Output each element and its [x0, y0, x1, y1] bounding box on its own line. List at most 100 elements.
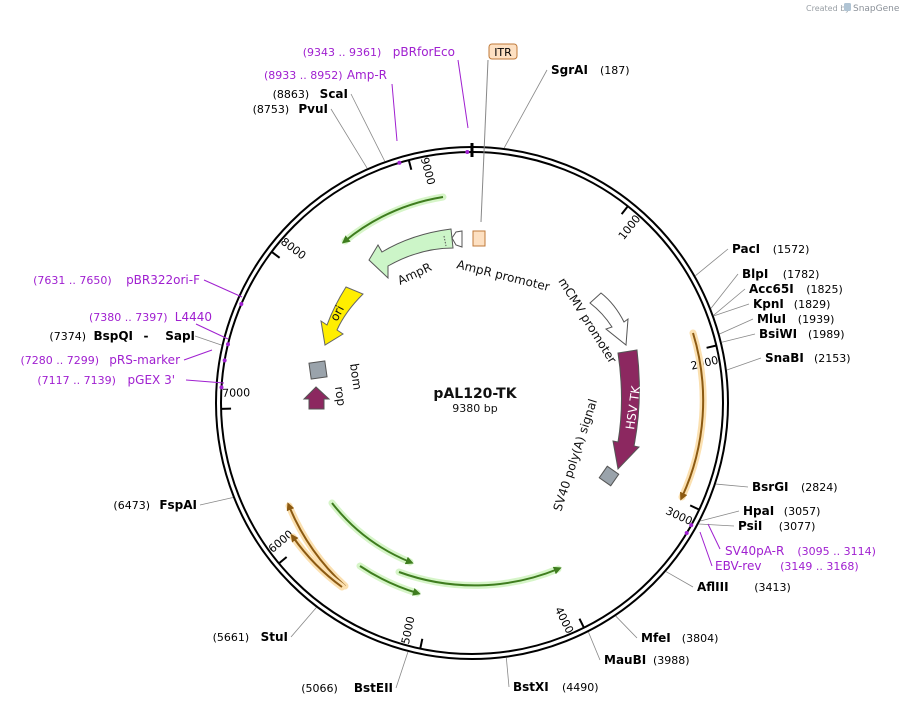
site-leader-line [505, 657, 510, 688]
primer-sv40pa-r[interactable]: SV40pA-R(3095 .. 3114) [689, 523, 876, 558]
site-psii[interactable]: PsiI(3077) [738, 519, 815, 533]
orf-arc-glow [289, 533, 346, 591]
site-paci[interactable]: PacI(1572) [732, 242, 809, 256]
feature-bom[interactable]: bom [308, 360, 365, 391]
site-snabi[interactable]: SnaBI (2153) [765, 351, 851, 365]
primer-pgex-3-[interactable]: pGEX 3'(7117 .. 7139) [37, 373, 225, 390]
site-leader-line [350, 93, 386, 162]
site-bstxi[interactable]: BstXI(4490) [513, 680, 599, 694]
feature-ori[interactable]: ori [320, 286, 364, 346]
site-position: (8753) [253, 103, 290, 116]
site-name-extra: SapI [165, 329, 195, 343]
site-afliii[interactable]: AflIII(3413) [697, 580, 791, 594]
site-blpi[interactable]: BlpI(1782) [742, 267, 819, 281]
feature-hsv-tk[interactable]: HSV TK [612, 349, 643, 471]
primer-mark [397, 160, 402, 165]
site-leader-line [395, 651, 409, 689]
site-name: SgrAI [551, 63, 588, 77]
site-kpni[interactable]: KpnI(1829) [753, 297, 830, 311]
bom-block [308, 360, 328, 380]
feature-itr[interactable]: ITR [472, 43, 518, 247]
itr-leader [480, 59, 489, 223]
site-mfei[interactable]: MfeI(3804) [641, 631, 718, 645]
scale-tick-label: 4000 [552, 605, 576, 636]
site-leader-line [721, 333, 756, 343]
site-position: (2153) [814, 352, 851, 365]
orf-arc [398, 566, 562, 587]
ampr-promoter-label: AmpR promoter [455, 257, 551, 294]
primer-pbrforeco[interactable]: pBRforEco(9343 .. 9361) [303, 45, 470, 155]
site-name: BspQI [93, 329, 133, 343]
credit-text: Created by [806, 4, 850, 13]
site-position: (3804) [682, 632, 719, 645]
plasmid-name: pAL120-TK [433, 386, 517, 402]
site-name: BstEII [354, 681, 393, 695]
site-pvui[interactable]: PvuI(8753) [253, 102, 328, 116]
site-hpai[interactable]: HpaI (3057) [743, 504, 820, 518]
snapgene-logo-icon [844, 3, 851, 11]
site-bsteii[interactable]: BstEII(5066) [301, 681, 393, 695]
primer-prs-marker[interactable]: pRS-marker(7280 .. 7299) [20, 349, 227, 367]
feature-mcmv-promoter[interactable]: mCMV promoter [555, 275, 629, 366]
site-leader-line [695, 248, 729, 277]
site-position: (8863) [273, 88, 310, 101]
feature-rop[interactable]: rop [302, 385, 349, 410]
primer-range: (3095 .. 3114) [797, 545, 876, 558]
site-leader-line [330, 108, 368, 169]
site-name: BsrGI [752, 480, 789, 494]
site-name: KpnI [753, 297, 784, 311]
feature-ampr-promoter[interactable]: AmpR promoter [451, 230, 551, 294]
ori-arrow [320, 286, 364, 346]
site-position: (1572) [773, 243, 810, 256]
scale-tick-label: 6000 [266, 528, 296, 556]
site-bspqi[interactable]: SapI-BspQI(7374) [49, 329, 195, 343]
site-maubi[interactable]: MauBI(3988) [604, 653, 690, 667]
site-leader-line [588, 631, 601, 661]
site-sgrai[interactable]: SgrAI(187) [551, 63, 630, 77]
site-bsiwi[interactable]: BsiWI(1989) [759, 327, 845, 341]
site-position: (1939) [798, 313, 835, 326]
site-name: BsiWI [759, 327, 797, 341]
primer-leader [391, 83, 398, 142]
map-center: pAL120-TK 9380 bp [433, 386, 517, 415]
ampr-arrow [368, 228, 454, 280]
primer-mark [225, 342, 230, 347]
site-position: (3988) [653, 654, 690, 667]
plasmid-length: 9380 bp [452, 402, 497, 415]
feature-ampr[interactable]: AmpR [368, 228, 454, 288]
snapgene-credit: Created by SnapGene [806, 3, 900, 14]
site-leader-line [713, 288, 746, 316]
site-scai[interactable]: ScaI (8863) [273, 87, 348, 101]
site-leader-line [503, 69, 548, 149]
site-name: BlpI [742, 267, 768, 281]
primer-pbr322ori-f[interactable]: pBR322ori-F(7631 .. 7650) [33, 273, 244, 307]
site-name: ScaI [320, 87, 348, 101]
scale-tick [689, 504, 700, 511]
primer-range: (3149 .. 3168) [780, 560, 859, 573]
site-name: MluI [757, 312, 786, 326]
site-position: (5661) [213, 631, 250, 644]
primer-l4440[interactable]: L4440(7380 .. 7397) [89, 310, 230, 347]
feature-sv40-polya[interactable]: SV40 poly(A) signal [551, 397, 620, 513]
scale-tick-label: 8000 [278, 235, 308, 262]
primer-name: pGEX 3' [128, 373, 175, 387]
site-acc65i[interactable]: Acc65I(1825) [749, 282, 843, 296]
site-position: (3057) [784, 505, 821, 518]
site-name: FspAI [159, 498, 197, 512]
site-stui[interactable]: StuI (5661) [213, 630, 288, 644]
primer-ebv-rev[interactable]: EBV-rev(3149 .. 3168) [684, 531, 859, 573]
site-leader-line [665, 571, 694, 588]
site-name: StuI [261, 630, 288, 644]
hsv-tk-arrow [612, 349, 640, 471]
site-bsrgi[interactable]: BsrGI(2824) [752, 480, 838, 494]
site-position: (6473) [113, 499, 150, 512]
site-leader-line [290, 607, 317, 638]
site-mlui[interactable]: MluI (1939) [757, 312, 834, 326]
primer-amp-r[interactable]: Amp-R(8933 .. 8952) [264, 68, 402, 165]
site-fspai[interactable]: FspAI (6473) [113, 498, 197, 512]
itr-block [472, 230, 486, 247]
sv40-polya-block [598, 465, 620, 487]
site-name: HpaI [743, 504, 774, 518]
site-name: SnaBI [765, 351, 804, 365]
backbone [215, 143, 729, 660]
